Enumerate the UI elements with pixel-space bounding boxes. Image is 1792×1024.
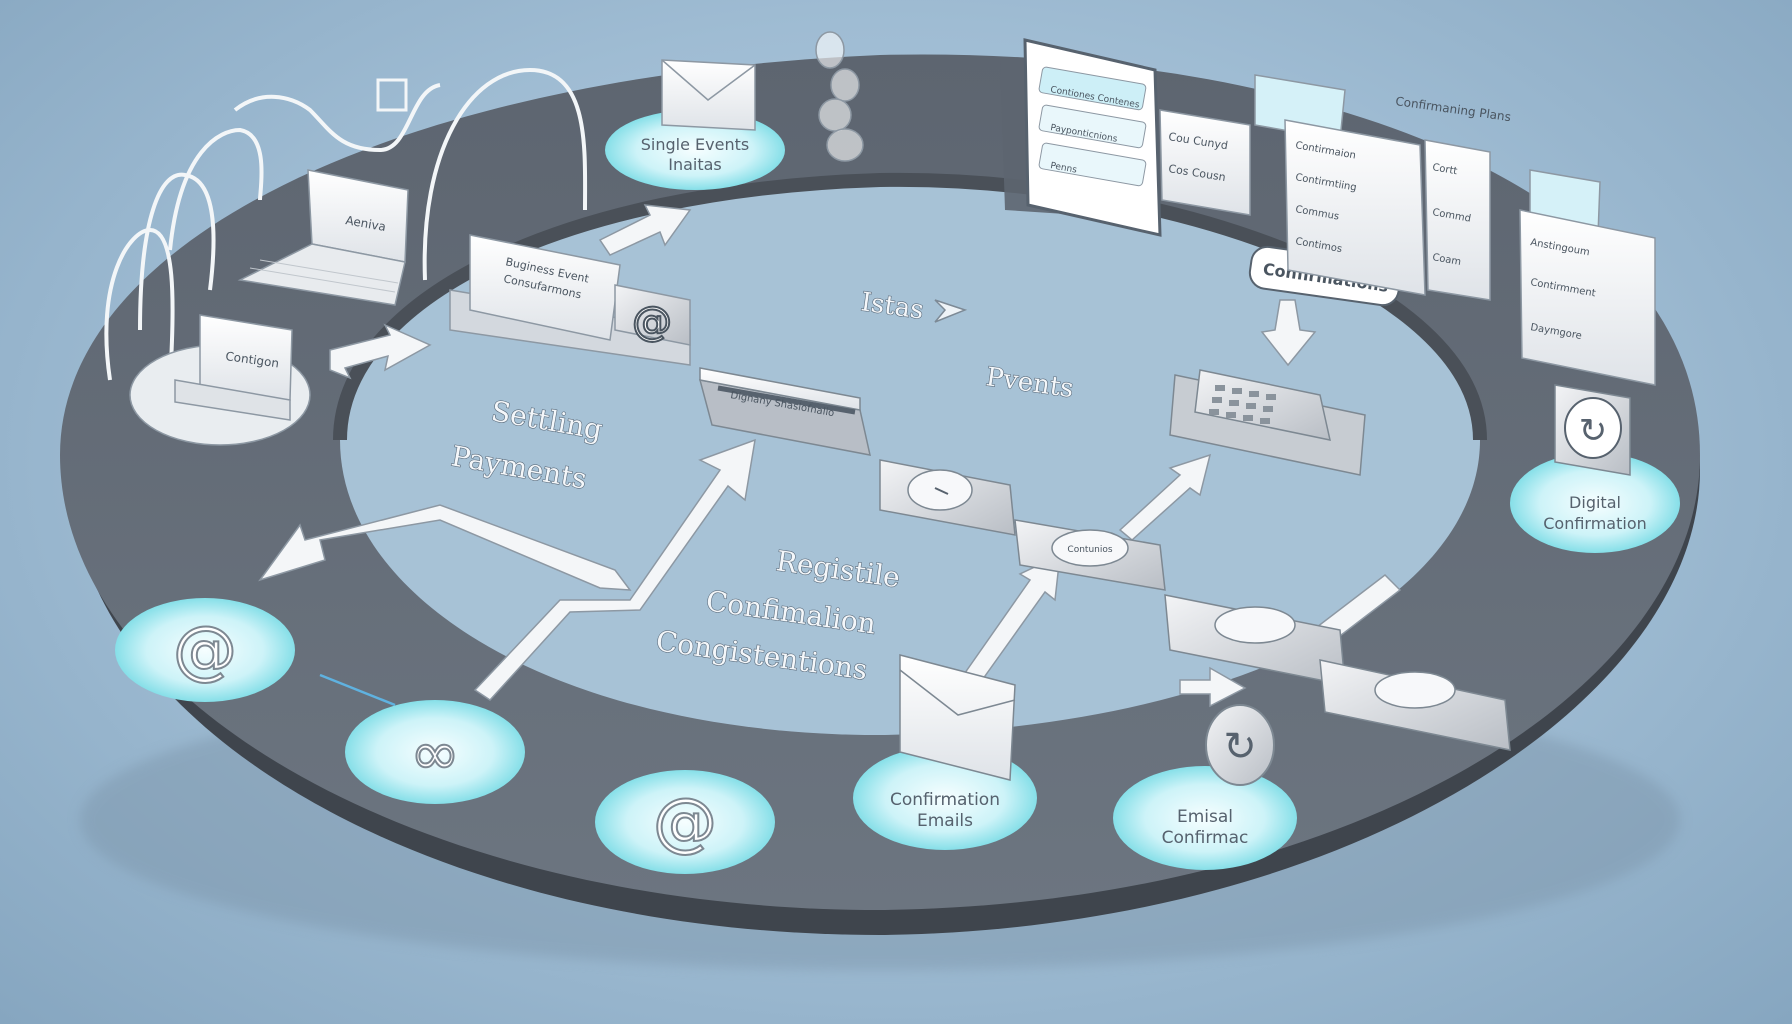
keypad-icon bbox=[1209, 385, 1276, 424]
right-stack: Anstingoum Contirmment Daymgore bbox=[1519, 169, 1656, 386]
link-icon: ∞ bbox=[410, 719, 460, 789]
arrow-icon bbox=[958, 553, 1061, 692]
label-email-confirmation-2: Confirmac bbox=[1162, 828, 1249, 848]
envelope-top bbox=[661, 59, 756, 131]
node-digital-confirmation[interactable]: Digital Confirmation bbox=[1510, 453, 1680, 553]
label-email-confirmation-1: Emisal bbox=[1177, 807, 1233, 827]
label-confirmation-emails-1: Confirmation bbox=[890, 790, 1000, 810]
arrow-icon bbox=[934, 299, 968, 323]
stand: Contigon bbox=[129, 314, 311, 446]
mid-stack-b: Contirmaion Contirmtiing Commus Contimos bbox=[1254, 74, 1426, 296]
side-panel-title: Confirmaning Plans bbox=[1395, 94, 1512, 124]
label-digital-confirmation-1: Digital bbox=[1569, 493, 1621, 512]
label-confirmation-emails-2: Emails bbox=[917, 811, 973, 831]
envelope-icon bbox=[661, 59, 756, 101]
center-labels: Istas Pvents Settling Payments Registile… bbox=[448, 287, 1076, 688]
arrow-icon bbox=[473, 438, 756, 701]
logo-icon: @ bbox=[632, 299, 672, 345]
main-screen-panel: Contiones Contenes Payponticnions Penns bbox=[1023, 38, 1162, 237]
node-email-bottom[interactable]: @ bbox=[595, 770, 775, 874]
center-devices: Dignany Shasiofnalio Contunios bbox=[698, 367, 1511, 786]
coin-icon bbox=[826, 128, 864, 162]
mid-stack-a: Cou Cunyd Cos Cousn bbox=[1159, 109, 1251, 216]
arrow-icon bbox=[1118, 453, 1212, 541]
refresh-icon: ↻ bbox=[1223, 724, 1257, 770]
label-single-events-1: Single Events bbox=[641, 135, 749, 154]
arrow-icon bbox=[258, 504, 632, 591]
calculator-device bbox=[1169, 369, 1366, 476]
at-icon: @ bbox=[653, 786, 717, 860]
envelope-bottom bbox=[899, 654, 1016, 781]
arrow-icon bbox=[319, 673, 396, 707]
top-right-panels: Contiones Contenes Payponticnions Penns … bbox=[1023, 38, 1656, 476]
glow-nodes: @ ∞ @ Confirmation Emails Emisal Confirm… bbox=[115, 110, 1680, 874]
laptop: Aeniva bbox=[237, 169, 409, 306]
coin-icon bbox=[815, 31, 845, 69]
digital-badge: ↻ bbox=[1554, 384, 1631, 476]
device-label: Contunios bbox=[1067, 545, 1112, 555]
coin-icon bbox=[830, 68, 860, 102]
at-icon: @ bbox=[173, 614, 237, 688]
arrow-icon bbox=[598, 204, 692, 256]
left-devices: Aeniva Contigon bbox=[104, 67, 588, 446]
laptop-screen-text: Aeniva bbox=[344, 213, 387, 234]
label-single-events-2: Inaitas bbox=[668, 155, 722, 174]
mid-stack-c-row-3: Coam bbox=[1431, 252, 1461, 268]
mid-stack-c-row-1: Cortt bbox=[1431, 162, 1458, 177]
label-digital-confirmation-2: Confirmation bbox=[1543, 514, 1647, 533]
node-link[interactable]: ∞ bbox=[345, 700, 525, 804]
coin-stack bbox=[815, 31, 864, 162]
device-pad-3 bbox=[1319, 659, 1511, 751]
arrow-icon bbox=[1260, 299, 1317, 367]
envelope-icon bbox=[899, 669, 1016, 716]
node-email-confirmation[interactable]: Emisal Confirmac bbox=[1113, 766, 1297, 870]
node-single-events[interactable]: Single Events Inaitas bbox=[605, 110, 785, 190]
mid-stack-c: Cortt Commd Coam bbox=[1424, 139, 1491, 301]
coin-icon bbox=[818, 98, 852, 132]
business-card-device: Buginess Event Consufarmons @ bbox=[449, 234, 691, 366]
refresh-icon: ↻ bbox=[1579, 411, 1608, 451]
node-email-left[interactable]: @ bbox=[115, 598, 295, 702]
main-screen-row-3: Penns bbox=[1049, 161, 1077, 176]
arrow-icon bbox=[329, 323, 432, 380]
payment-card: Dignany Shasiofnalio bbox=[698, 367, 871, 456]
round-pad-device bbox=[879, 459, 1016, 536]
refresh-badge: ↻ bbox=[1205, 704, 1275, 786]
clock-icon bbox=[934, 487, 949, 495]
arrow-icon bbox=[1179, 666, 1247, 708]
device-pad-1: Contunios bbox=[1014, 519, 1166, 591]
window-icon bbox=[376, 78, 408, 112]
